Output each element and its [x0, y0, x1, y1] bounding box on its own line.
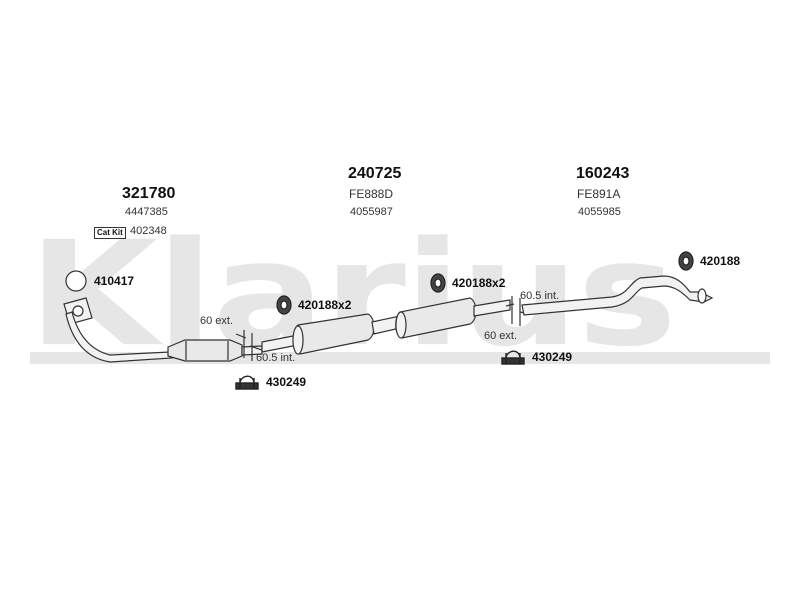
centre-box-ref: 4055987: [350, 206, 393, 218]
gasket-part-number: 410417: [94, 274, 135, 288]
clamp-icon: [501, 350, 525, 365]
rear-box-ref: 4055985: [578, 206, 621, 218]
mount-icon: [430, 273, 446, 293]
mount-icon: [276, 295, 292, 315]
centre-box-code: FE888D: [349, 187, 394, 201]
left-joint-ext-note: 60 ext.: [200, 315, 234, 327]
mount-right-part-number: 420188: [700, 254, 741, 268]
clamp-icon: [235, 375, 259, 390]
right-joint-int-note: 60.5 int.: [520, 290, 560, 302]
rear-pipe-drawing: [521, 275, 714, 316]
cat-kit-badge: Cat Kit: [94, 227, 126, 239]
rear-box-code: FE891A: [577, 187, 621, 201]
centre-section-drawing: [261, 297, 511, 355]
gasket-icon: [65, 270, 87, 292]
centre-box-part-number: 240725: [348, 165, 402, 182]
mount-mid-part-number: 420188x2: [452, 276, 506, 290]
mount-icon: [678, 251, 694, 271]
front-pipe-drawing: [63, 297, 263, 363]
front-pipe-part-number: 321780: [122, 185, 176, 202]
left-joint-drawing: [235, 330, 263, 361]
mount-left-part-number: 420188x2: [298, 298, 352, 312]
front-pipe-ref: 4447385: [125, 206, 168, 218]
right-joint-ext-note: 60 ext.: [484, 330, 518, 342]
left-joint-int-note: 60.5 int.: [256, 352, 296, 364]
clamp-right-part-number: 430249: [532, 350, 573, 364]
rear-box-part-number: 160243: [576, 165, 630, 182]
cat-kit-ref: 402348: [130, 225, 167, 237]
clamp-left-part-number: 430249: [266, 375, 307, 389]
